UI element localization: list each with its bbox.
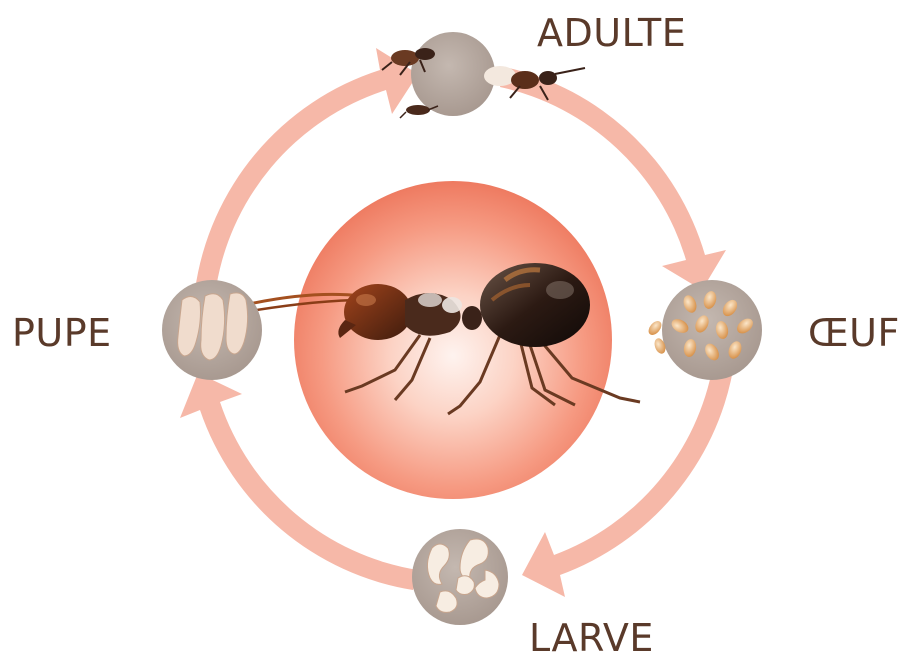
stage-larve — [412, 529, 508, 625]
stage-label-pupe: PUPE — [12, 314, 112, 352]
stage-label-oeuf: ŒUF — [808, 314, 900, 352]
stage-label-adulte: ADULTE — [537, 14, 686, 52]
pupae-icon — [178, 293, 248, 360]
stage-label-larve: LARVE — [529, 619, 654, 657]
stage-pupe — [162, 280, 262, 380]
stage-oeuf — [646, 280, 762, 380]
